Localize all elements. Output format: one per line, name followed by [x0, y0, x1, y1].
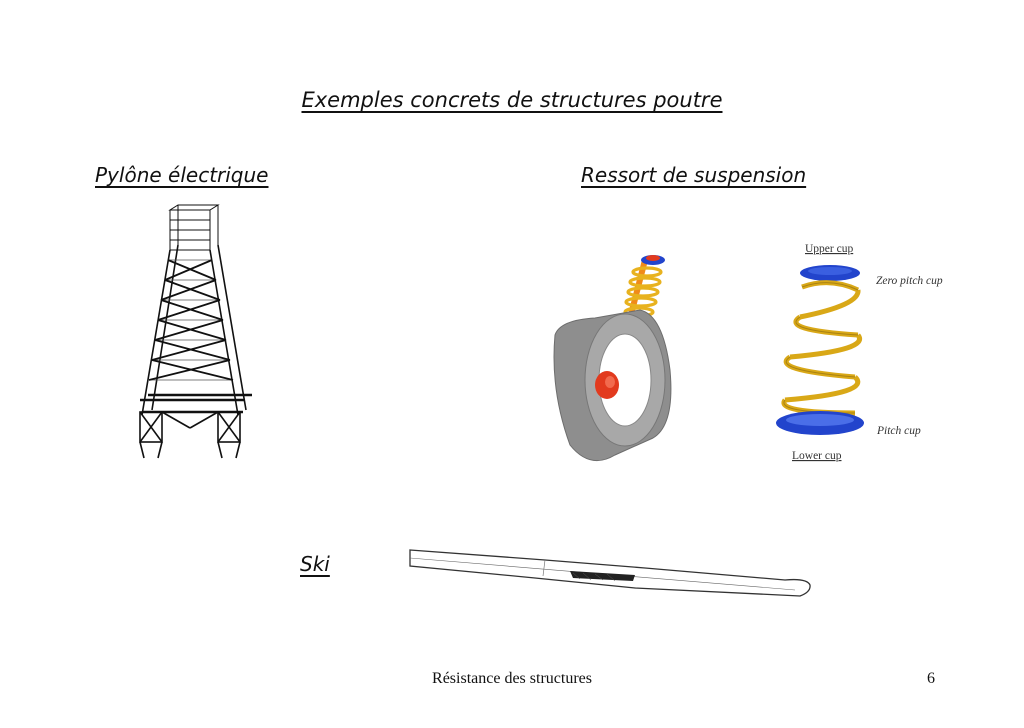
slide-title: Exemples concrets de structures poutre	[301, 88, 723, 112]
pitch-cup-label: Pitch cup	[876, 425, 921, 437]
footer-title: Résistance des structures	[432, 670, 592, 687]
upper-cup-label: Upper cup	[805, 243, 853, 255]
lower-cup-label: Lower cup	[792, 450, 842, 462]
ski-illustration	[409, 549, 811, 597]
page-number: 6	[927, 670, 935, 687]
zero-pitch-cup-label: Zero pitch cup	[876, 275, 943, 287]
pylon-caption: Pylône électrique	[95, 163, 269, 187]
ski-caption: Ski	[300, 552, 330, 576]
pylon-illustration	[139, 204, 252, 459]
spring-diagram: Upper cup Zero pitch cup Pitch cup Lower…	[776, 243, 943, 462]
spring-caption: Ressort de suspension	[581, 163, 807, 187]
wheel-suspension-illustration	[553, 255, 672, 462]
